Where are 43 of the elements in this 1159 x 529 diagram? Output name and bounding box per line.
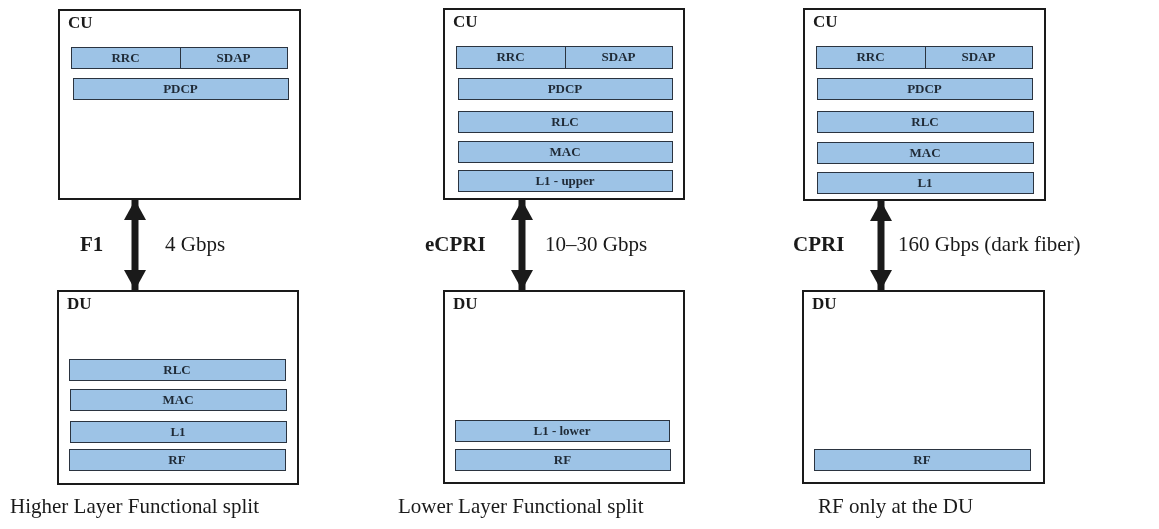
protocol-layer-bar: RRC [815, 45, 926, 69]
unit-box [443, 8, 685, 200]
protocol-layer-bar: RLC [816, 110, 1034, 133]
protocol-layer-bar: L1 - upper [457, 169, 673, 192]
protocol-layer-bar: RF [813, 448, 1031, 471]
unit-box [57, 290, 299, 485]
unit-box [58, 9, 301, 200]
protocol-layer-bar: RLC [457, 110, 673, 133]
protocol-layer-bar: RRC [455, 45, 566, 69]
protocol-layer-bar: L1 [69, 420, 287, 443]
double-arrow [511, 200, 533, 290]
protocol-layer-bar: PDCP [72, 77, 289, 100]
unit-title: DU [812, 294, 837, 314]
protocol-layer-bar: MAC [816, 141, 1034, 164]
bandwidth-label: 10–30 Gbps [545, 232, 648, 257]
split-caption: Lower Layer Functional split [398, 494, 644, 519]
unit-box [443, 290, 685, 484]
bandwidth-label: 160 Gbps (dark fiber) [898, 232, 1081, 257]
protocol-layer-bar: RF [68, 448, 286, 471]
protocol-layer-bar: SDAP [924, 45, 1033, 69]
protocol-layer-bar: L1 [816, 171, 1034, 194]
protocol-layer-bar: PDCP [457, 77, 673, 100]
unit-title: DU [67, 294, 92, 314]
protocol-layer-bar: L1 - lower [454, 419, 670, 442]
protocol-layer-bar: SDAP [564, 45, 673, 69]
protocol-layer-bar: MAC [69, 388, 287, 411]
unit-box [802, 290, 1045, 484]
protocol-layer-bar: PDCP [816, 77, 1033, 100]
protocol-layer-bar: RF [454, 448, 671, 471]
unit-title: CU [813, 12, 838, 32]
unit-title: DU [453, 294, 478, 314]
double-arrow [870, 201, 892, 290]
protocol-layer-bar: MAC [457, 140, 673, 163]
unit-title: CU [453, 12, 478, 32]
protocol-layer-bar: SDAP [179, 46, 288, 69]
split-caption: RF only at the DU [818, 494, 974, 519]
split-caption: Higher Layer Functional split [10, 494, 260, 519]
protocol-layer-bar: RRC [70, 46, 181, 69]
unit-box [803, 8, 1046, 201]
double-arrow [124, 200, 146, 290]
unit-title: CU [68, 13, 93, 33]
bandwidth-label: 4 Gbps [165, 232, 226, 257]
protocol-layer-bar: RLC [68, 358, 286, 381]
